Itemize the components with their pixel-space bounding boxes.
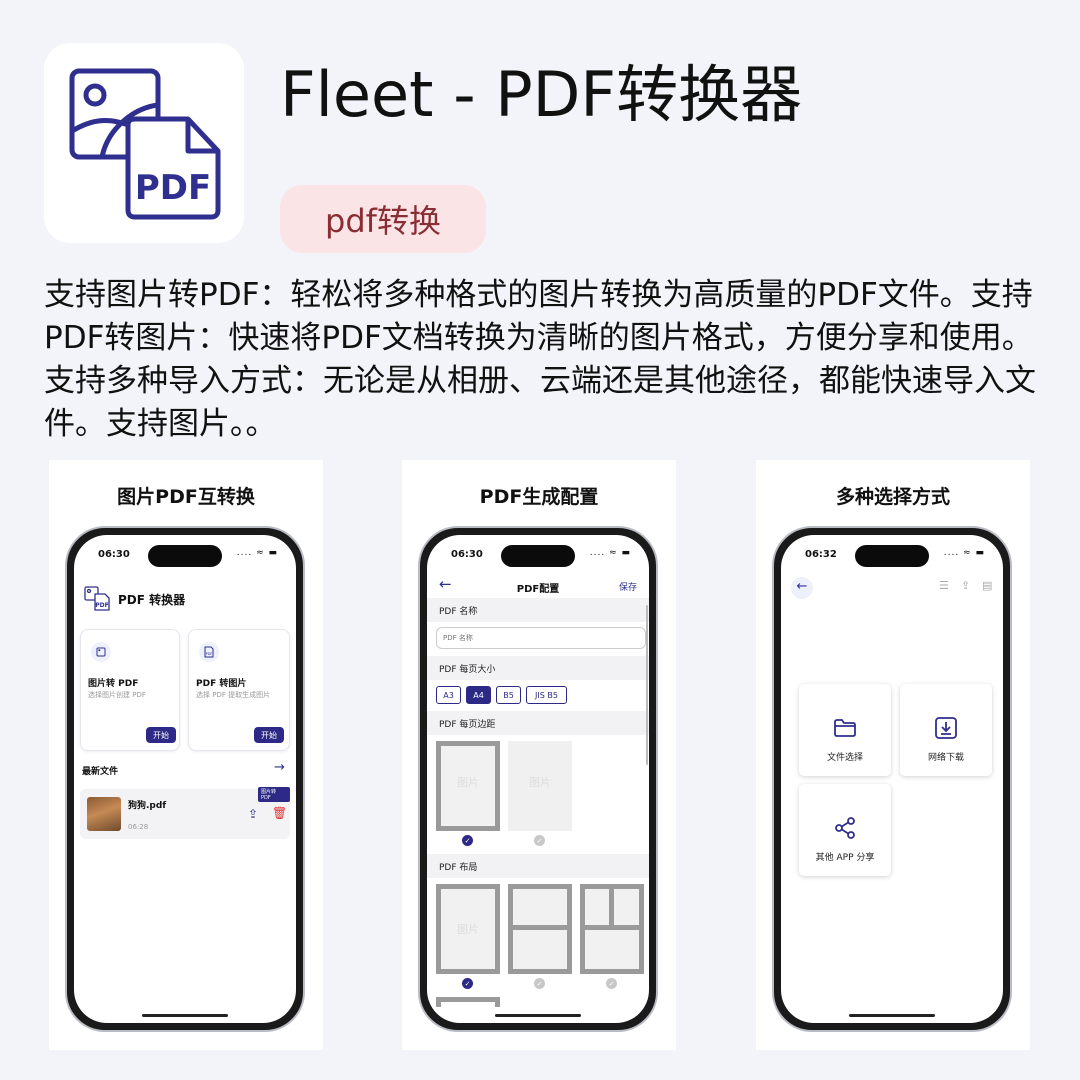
- app-description: 支持图片转PDF：轻松将多种格式的图片转换为高质量的PDF文件。支持PDF转图片…: [44, 277, 1036, 442]
- divider: [609, 889, 614, 925]
- pdf-name-label: PDF 名称: [427, 598, 649, 622]
- size-chip-b5[interactable]: B5: [496, 686, 521, 704]
- option-label: 其他 APP 分享: [815, 853, 875, 863]
- nav-title: PDF配置: [516, 584, 560, 595]
- card-subtitle: 选择图片创建 PDF: [88, 691, 146, 699]
- pdf-file-icon-text: PDF: [206, 652, 213, 656]
- option-label: 文件选择: [826, 753, 863, 763]
- image-to-pdf-icon: PDF: [69, 68, 221, 220]
- size-chip-jis-b5[interactable]: JIS B5: [526, 686, 567, 704]
- app-title: Fleet - PDF转换器: [280, 58, 803, 131]
- start-button[interactable]: 开始: [254, 727, 284, 743]
- file-thumbnail: [87, 797, 121, 831]
- card-title: PDF 转图片: [196, 679, 247, 689]
- share-icon[interactable]: ⇪: [961, 579, 971, 592]
- image-icon: [91, 642, 111, 662]
- option-other-app-share[interactable]: 其他 APP 分享: [799, 784, 891, 876]
- logo-pdf-text: PDF: [95, 602, 108, 609]
- document-icon[interactable]: ▤: [982, 579, 993, 592]
- check-selected-icon: ✓: [462, 835, 473, 846]
- screen-header-title: PDF 转换器: [118, 593, 186, 607]
- status-time: 06:30: [98, 549, 130, 560]
- phone-screen: 06:32 .... ≈ ▬ ← ☰ ⇪ ▤ 文件选择 网络下载 其他 APP …: [781, 535, 1003, 1023]
- dynamic-island: [855, 545, 929, 567]
- icon-pdf-text: PDF: [135, 168, 211, 208]
- share-nodes-icon: [835, 817, 855, 839]
- file-time: 06:28: [128, 823, 149, 831]
- recent-file-row[interactable]: 狗狗.pdf 06:28 图片转 PDF ⇪ 🗑: [80, 787, 290, 839]
- phone-frame: 06:30 .... ≈ ▬ ← PDF配置 保存 PDF 名称 PDF 每页大…: [418, 526, 658, 1032]
- divider: [513, 925, 567, 930]
- divider: [585, 925, 639, 930]
- option-label: 网络下载: [927, 753, 964, 763]
- home-indicator: [495, 1014, 581, 1017]
- scrollbar[interactable]: [646, 605, 648, 765]
- margin-option-none[interactable]: 图片: [508, 741, 572, 831]
- phone-frame: 06:32 .... ≈ ▬ ← ☰ ⇪ ▤ 文件选择 网络下载 其他 APP …: [772, 526, 1012, 1032]
- check-unselected-icon: ✓: [534, 835, 545, 846]
- card-title: 图片转 PDF: [88, 679, 139, 689]
- card-image-to-pdf[interactable]: 图片转 PDF 选择图片创建 PDF 开始: [80, 629, 180, 751]
- card-subtitle: 选择 PDF 提取生成图片: [196, 691, 271, 699]
- converter-logo-icon: PDF: [84, 586, 110, 611]
- checklist-icon[interactable]: ☰: [939, 579, 949, 592]
- file-type-badge: 图片转 PDF: [258, 787, 290, 802]
- panel-title: 多种选择方式: [835, 486, 950, 508]
- screenshot-panel-config: PDF生成配置 06:30 .... ≈ ▬ ← PDF配置 保存 PDF 名称…: [402, 460, 676, 1050]
- file-name: 狗狗.pdf: [128, 801, 167, 811]
- home-indicator: [849, 1014, 935, 1017]
- size-chip-a4[interactable]: A4: [466, 686, 491, 704]
- phone-frame: 06:30 .... ≈ ▬ PDF PDF 转换器 图片转 PDF 选择图片创…: [65, 526, 305, 1032]
- back-arrow-icon[interactable]: ←: [791, 577, 813, 599]
- placeholder-text: 图片: [529, 776, 551, 789]
- app-icon: PDF: [44, 43, 244, 243]
- page-margin-label: PDF 每页边距: [427, 711, 649, 735]
- option-file-select[interactable]: 文件选择: [799, 684, 891, 776]
- status-icons: .... ≈ ▬: [236, 548, 278, 558]
- pdf-name-input[interactable]: [436, 627, 646, 649]
- trash-icon[interactable]: 🗑: [272, 806, 288, 820]
- panel-title: 图片PDF互转换: [117, 486, 255, 508]
- status-time: 06:32: [805, 549, 837, 560]
- check-unselected-icon: ✓: [534, 978, 545, 989]
- layout-option-double[interactable]: [508, 884, 572, 974]
- status-icons: .... ≈ ▬: [589, 548, 631, 558]
- page-size-options: A3 A4 B5 JIS B5: [436, 686, 646, 704]
- dynamic-island: [148, 545, 222, 567]
- share-icon[interactable]: ⇪: [248, 807, 259, 821]
- phone-screen: 06:30 .... ≈ ▬ ← PDF配置 保存 PDF 名称 PDF 每页大…: [427, 535, 649, 1023]
- download-icon: [935, 717, 957, 739]
- back-arrow-icon[interactable]: ←: [439, 575, 452, 593]
- start-button[interactable]: 开始: [146, 727, 176, 743]
- recent-files-label: 最新文件: [82, 767, 119, 777]
- status-time: 06:30: [451, 549, 483, 560]
- screenshot-panel-convert: 图片PDF互转换 06:30 .... ≈ ▬ PDF PDF 转换器 图片转 …: [49, 460, 323, 1050]
- layout-option-triple[interactable]: [580, 884, 644, 974]
- page-size-label: PDF 每页大小: [427, 656, 649, 680]
- arrow-right-icon[interactable]: →: [274, 760, 285, 775]
- layout-option-more[interactable]: [436, 997, 500, 1007]
- screenshot-panel-import: 多种选择方式 06:32 .... ≈ ▬ ← ☰ ⇪ ▤ 文件选择 网络下载 …: [756, 460, 1030, 1050]
- option-network-download[interactable]: 网络下载: [900, 684, 992, 776]
- placeholder-text: 图片: [457, 776, 479, 789]
- layout-option-single[interactable]: 图片: [436, 884, 500, 974]
- layout-label: PDF 布局: [427, 854, 649, 878]
- folder-icon: [834, 719, 856, 737]
- dynamic-island: [501, 545, 575, 567]
- panel-title: PDF生成配置: [479, 486, 599, 508]
- card-pdf-to-image[interactable]: PDF PDF 转图片 选择 PDF 提取生成图片 开始: [188, 629, 290, 751]
- category-tag: pdf转换: [280, 185, 486, 253]
- save-button[interactable]: 保存: [618, 583, 637, 593]
- phone-screen: 06:30 .... ≈ ▬ PDF PDF 转换器 图片转 PDF 选择图片创…: [74, 535, 296, 1023]
- status-icons: .... ≈ ▬: [943, 548, 985, 558]
- check-selected-icon: ✓: [462, 978, 473, 989]
- pdf-file-icon: PDF: [199, 642, 219, 662]
- home-indicator: [142, 1014, 228, 1017]
- margin-option-with[interactable]: 图片: [436, 741, 500, 831]
- placeholder-text: 图片: [457, 923, 479, 936]
- size-chip-a3[interactable]: A3: [436, 686, 461, 704]
- check-unselected-icon: ✓: [606, 978, 617, 989]
